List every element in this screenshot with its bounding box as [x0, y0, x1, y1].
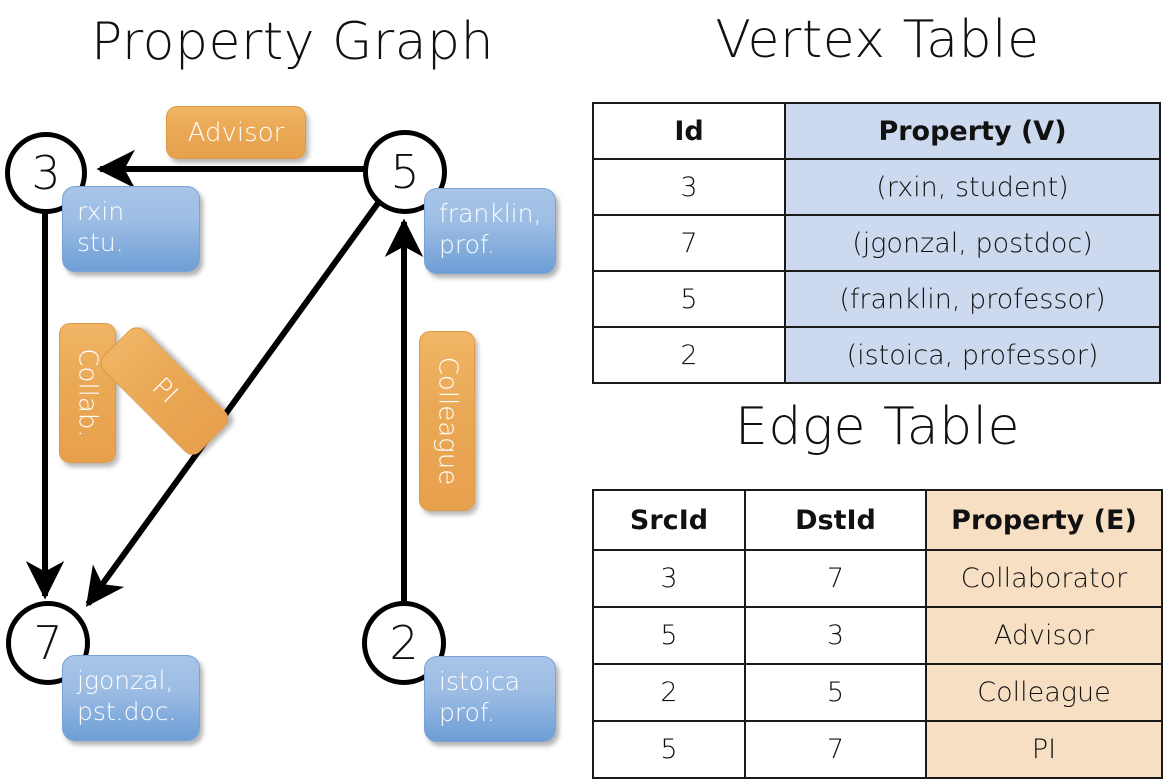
edge-label-box-colleague[interactable]: Colleague	[419, 331, 475, 511]
edge-table-header-srcid: SrcId	[592, 489, 746, 551]
edge-label-advisor: Advisor	[187, 117, 285, 148]
vertex-table: Id Property (V) 3 (rxin, student) 7 (jgo…	[592, 102, 1161, 384]
vertex-property-istoica-line2: prof.	[439, 697, 495, 727]
graph-node-5-label: 5	[390, 145, 420, 199]
edge-label-box-advisor[interactable]: Advisor	[166, 106, 306, 159]
vertex-table-header-property: Property (V)	[784, 102, 1161, 160]
edge-cell-property: PI	[925, 720, 1163, 779]
edge-cell-dstid: 5	[744, 663, 927, 722]
edge-table-header-row: SrcId DstId Property (E)	[592, 489, 1163, 551]
vertex-property-rxin-line1: rxin	[77, 197, 125, 226]
edge-table-header-dstid: DstId	[744, 489, 927, 551]
edge-table: SrcId DstId Property (E) 3 7 Collaborato…	[592, 489, 1163, 779]
table-row[interactable]: 2 (istoica, professor)	[592, 326, 1161, 384]
edge-label-colleague: Colleague	[432, 356, 463, 486]
vertex-table-header-row: Id Property (V)	[592, 102, 1161, 160]
vertex-property-jgonzal-line1: jgonzal,	[77, 666, 174, 695]
vertex-property-box-rxin[interactable]: rxin stu.	[62, 186, 200, 272]
property-graph-panel: Property Graph 3 5 7 2 rxin stu. frankli…	[0, 0, 585, 760]
vertex-cell-id: 2	[592, 326, 786, 384]
vertex-property-istoica-line1: istoica	[439, 667, 521, 696]
page-title-property-graph: Property Graph	[90, 12, 495, 72]
graph-node-3-label: 3	[31, 146, 61, 200]
graph-edges-svg	[25, 149, 424, 607]
vertex-cell-property: (istoica, professor)	[784, 326, 1161, 384]
edge-cell-srcid: 5	[592, 606, 746, 665]
vertex-property-franklin-line2: prof.	[439, 229, 495, 259]
edge-cell-property: Collaborator	[925, 549, 1163, 608]
graph-node-2[interactable]: 2	[362, 601, 446, 685]
edge-table-header-property: Property (E)	[925, 489, 1163, 551]
vertex-table-header-id: Id	[592, 102, 786, 160]
edge-cell-property: Colleague	[925, 663, 1163, 722]
vertex-cell-id: 7	[592, 214, 786, 272]
vertex-cell-property: (jgonzal, postdoc)	[784, 214, 1161, 272]
table-row[interactable]: 3 (rxin, student)	[592, 158, 1161, 216]
edge-cell-dstid: 7	[744, 720, 927, 779]
edge-cell-srcid: 5	[592, 720, 746, 779]
table-row[interactable]: 5 3 Advisor	[592, 606, 1163, 665]
page-title-vertex-table: Vertex Table	[715, 10, 1040, 70]
vertex-property-jgonzal-line2: pst.doc.	[77, 696, 177, 726]
vertex-cell-id: 5	[592, 270, 786, 328]
page-title-edge-table: Edge Table	[734, 397, 1021, 457]
table-row[interactable]: 3 7 Collaborator	[592, 549, 1163, 608]
edge-cell-dstid: 3	[744, 606, 927, 665]
graph-node-2-label: 2	[389, 616, 419, 670]
vertex-property-box-franklin[interactable]: franklin, prof.	[424, 188, 556, 274]
edge-label-box-collab[interactable]: Collab.	[59, 323, 116, 463]
vertex-cell-id: 3	[592, 158, 786, 216]
graph-node-5[interactable]: 5	[363, 130, 447, 214]
table-row[interactable]: 2 5 Colleague	[592, 663, 1163, 722]
edge-cell-srcid: 2	[592, 663, 746, 722]
table-row[interactable]: 5 (franklin, professor)	[592, 270, 1161, 328]
vertex-property-box-jgonzal[interactable]: jgonzal, pst.doc.	[62, 655, 200, 741]
table-row[interactable]: 5 7 PI	[592, 720, 1163, 779]
table-row[interactable]: 7 (jgonzal, postdoc)	[592, 214, 1161, 272]
vertex-property-box-istoica[interactable]: istoica prof.	[424, 656, 556, 742]
vertex-property-franklin-line1: franklin,	[439, 199, 542, 228]
vertex-cell-property: (rxin, student)	[784, 158, 1161, 216]
edge-label-collab: Collab.	[72, 348, 103, 438]
vertex-property-rxin-line2: stu.	[77, 227, 124, 257]
edge-label-pi: PI	[145, 372, 184, 410]
graph-node-7-label: 7	[33, 616, 63, 670]
edge-5-to-7	[85, 197, 384, 607]
vertex-cell-property: (franklin, professor)	[784, 270, 1161, 328]
edge-cell-srcid: 3	[592, 549, 746, 608]
edge-cell-dstid: 7	[744, 549, 927, 608]
edge-cell-property: Advisor	[925, 606, 1163, 665]
